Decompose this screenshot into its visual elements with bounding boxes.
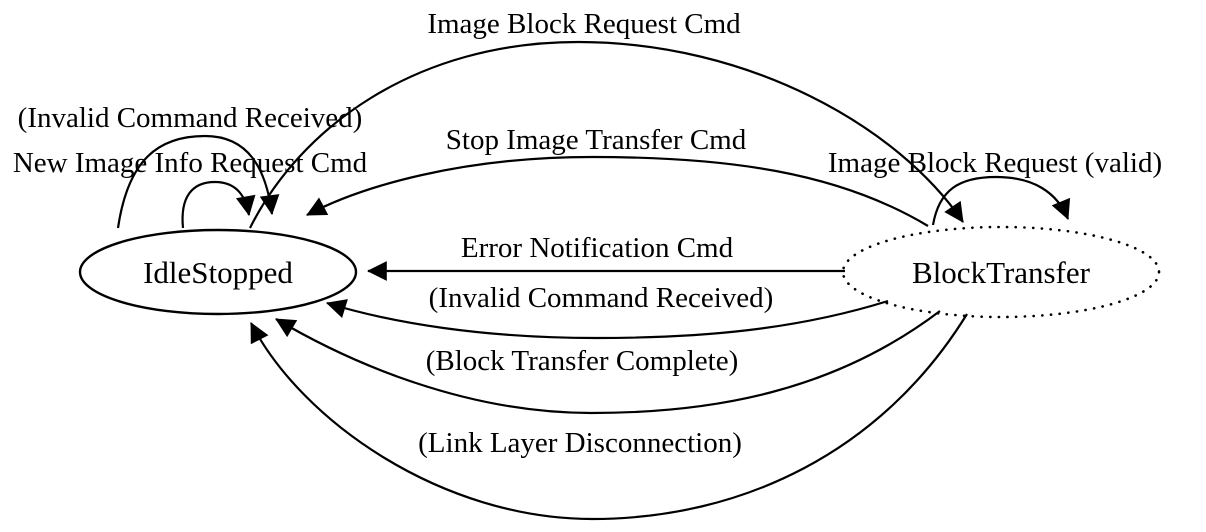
edge-invalid-command-from-blocktransfer	[326, 299, 889, 340]
edge-stop-image-transfer-label: Stop Image Transfer Cmd	[446, 124, 747, 156]
edge-link-layer-disconnection-label: (Link Layer Disconnection)	[418, 427, 742, 459]
edge-image-block-request-valid-label: Image Block Request (valid)	[828, 147, 1162, 179]
edge-new-image-info-self-loop-label: New Image Info Request Cmd	[13, 147, 368, 179]
edge-new-image-info-self-loop	[181, 180, 256, 229]
edge-invalid-command-self-loop-label: (Invalid Command Received)	[18, 102, 363, 134]
edge-block-transfer-complete-label: (Block Transfer Complete)	[426, 345, 739, 377]
edge-image-block-request-cmd	[249, 40, 964, 229]
edge-image-block-request-valid-self-loop	[931, 175, 1071, 226]
edge-link-layer-disconnection	[250, 313, 968, 521]
state-blocktransfer-ellipse	[841, 225, 1161, 319]
state-idlestopped-ellipse	[78, 228, 358, 316]
state-blocktransfer-label: BlockTransfer	[912, 255, 1091, 290]
edge-stop-image-transfer	[306, 155, 929, 227]
state-idlestopped-label: IdleStopped	[143, 255, 293, 290]
edge-invalid-command-self-loop	[116, 134, 280, 229]
edge-invalid-command-from-blocktransfer-label: (Invalid Command Received)	[429, 282, 774, 314]
edge-image-block-request-cmd-label: Image Block Request Cmd	[427, 8, 741, 40]
edge-error-notification-label: Error Notification Cmd	[461, 232, 734, 264]
edge-block-transfer-complete	[275, 310, 941, 415]
